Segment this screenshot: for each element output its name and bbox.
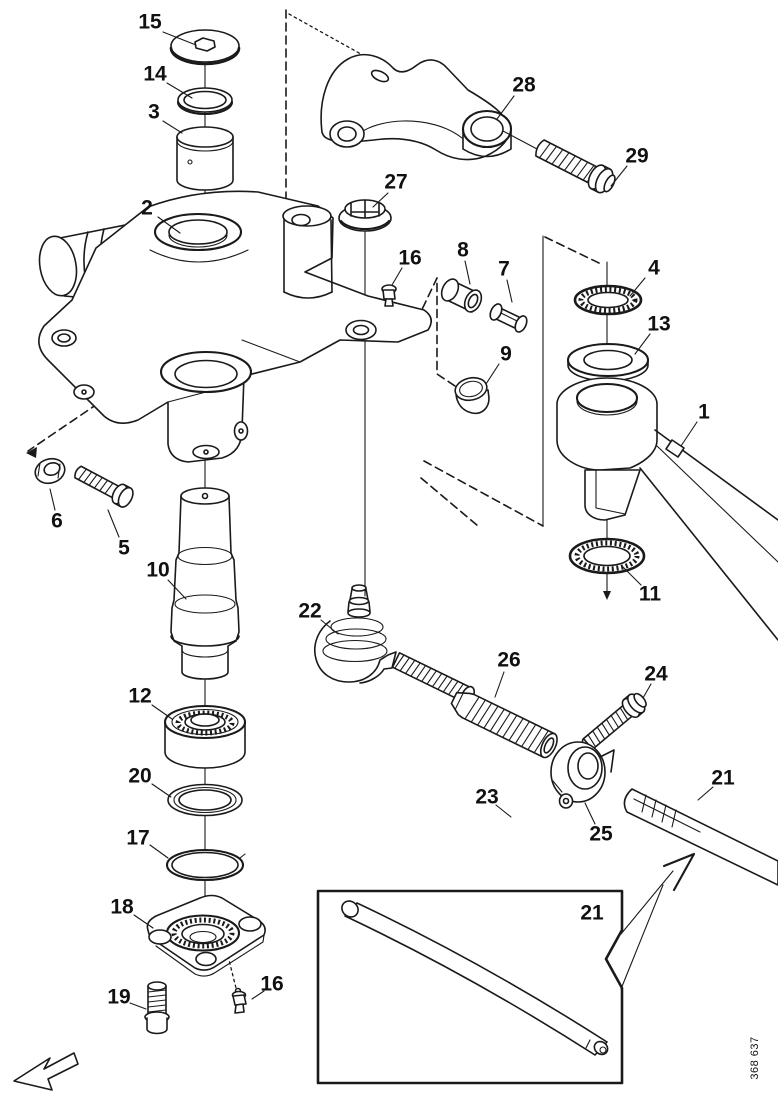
part-29-bolt-drawing — [502, 130, 616, 194]
inset-box — [316, 852, 696, 1085]
callout-leader-3 — [162, 120, 183, 134]
callout-leader-9 — [485, 363, 500, 385]
callout-leader-21 — [697, 786, 714, 801]
callout-leader-26 — [494, 671, 505, 698]
inset-tie-rod-drawing — [341, 900, 609, 1056]
callout-label-5: 5 — [118, 537, 130, 560]
part-10-kingpin-spindle-drawing — [170, 487, 240, 680]
callout-leader-16 — [391, 267, 403, 286]
callout-leader-6 — [49, 488, 56, 511]
figure-number: 368 637 — [749, 1036, 761, 1079]
callout-label-26: 26 — [497, 649, 520, 672]
callout-leader-15 — [162, 31, 197, 46]
part-20-seal-ring-drawing — [167, 783, 243, 817]
part-25-clamp-drawing — [550, 741, 615, 809]
axis-arrow — [603, 591, 611, 600]
callout-leader-8 — [464, 260, 471, 285]
part-22-tie-rod-end-drawing — [314, 584, 476, 705]
callout-label-24: 24 — [644, 663, 668, 686]
inset-pointer-arrow — [662, 852, 696, 892]
callout-leader-28 — [496, 95, 515, 120]
callout-label-28: 28 — [512, 74, 536, 97]
callout-label-15: 15 — [138, 11, 162, 34]
part-5-bolt-drawing — [74, 465, 134, 508]
part-2-knuckle-housing-drawing — [38, 190, 432, 463]
callout-label-2: 2 — [141, 197, 153, 220]
callout-label-27: 27 — [384, 171, 407, 194]
callout-label-9: 9 — [500, 343, 512, 366]
part-28-steering-arm-drawing — [320, 53, 513, 161]
part-3-bushing-drawing — [176, 126, 234, 191]
part-8-bushing-drawing — [440, 278, 483, 313]
callout-label-25: 25 — [589, 823, 613, 846]
callout-label-18: 18 — [110, 896, 134, 919]
callout-leader-19 — [129, 1002, 147, 1010]
callout-leader-2 — [157, 216, 181, 234]
callout-label-6: 6 — [51, 510, 63, 533]
callout-label-23: 23 — [475, 786, 498, 809]
callout-leader-10 — [167, 579, 187, 600]
callout-leader-4 — [629, 277, 646, 297]
callout-label-3: 3 — [148, 101, 160, 124]
callout-leader-1 — [680, 421, 698, 447]
part-27-nut-drawing — [338, 199, 392, 232]
part-16-grease-fitting-drawing — [381, 284, 397, 307]
callout-label-12: 12 — [128, 685, 151, 708]
axis-lines — [204, 59, 611, 943]
part-21-tie-rod-tube-drawing — [623, 788, 778, 886]
callout-label-7: 7 — [498, 258, 510, 281]
part-7-hex-nipple-drawing — [489, 303, 528, 333]
callout-label-19: 19 — [107, 986, 130, 1009]
callout-leader-27 — [372, 192, 389, 208]
callout-label-1: 1 — [698, 401, 710, 424]
callout-label-14: 14 — [143, 63, 167, 86]
callout-label-20: 20 — [128, 765, 151, 788]
part-13-washer-drawing — [566, 342, 650, 382]
callout-label-4: 4 — [648, 257, 660, 280]
part-24-clamp-bolt-drawing — [581, 692, 647, 751]
callout-leader-22 — [320, 619, 339, 635]
callout-leader-12 — [151, 704, 173, 720]
callout-leader-7 — [506, 279, 513, 303]
callout-label-11: 11 — [639, 583, 662, 606]
callout-leader-5 — [107, 509, 120, 538]
part-4-ring-drawing — [573, 284, 643, 316]
part-9-cap-drawing — [454, 376, 490, 415]
callout-label-13: 13 — [647, 313, 670, 336]
callout-leader-20 — [151, 783, 172, 798]
callout-label-21: 21 — [711, 767, 735, 790]
part-17-snap-ring-drawing — [165, 848, 246, 882]
callout-leader-16 — [251, 990, 265, 1000]
part-6-nut-drawing — [34, 457, 66, 485]
part-18-cover-plate-drawing — [146, 894, 266, 977]
part-19-stud-drawing — [144, 981, 170, 1035]
part-12-bearing-drawing — [163, 704, 247, 769]
callout-leader-29 — [610, 165, 628, 187]
callout-leader-24 — [642, 683, 652, 699]
part-1-axle-arm-drawing — [556, 377, 778, 641]
callout-label-17: 17 — [126, 827, 149, 850]
part-26-threaded-sleeve-drawing — [450, 691, 558, 759]
callout-label-21: 21 — [580, 902, 604, 925]
callout-label-22: 22 — [298, 600, 321, 623]
callout-label-16: 16 — [398, 247, 421, 270]
part-15-plug-drawing — [169, 29, 241, 66]
callout-label-8: 8 — [457, 239, 469, 262]
callout-label-10: 10 — [146, 559, 169, 582]
callout-leader-13 — [634, 333, 651, 355]
direction-arrow-icon — [13, 1052, 79, 1091]
part-16b-grease-fitting-drawing — [231, 987, 247, 1014]
callout-leader-14 — [166, 82, 193, 99]
part-11-seal-drawing — [568, 537, 646, 575]
callout-leader-18 — [133, 914, 154, 929]
callout-label-29: 29 — [625, 145, 648, 168]
callout-leader-17 — [149, 844, 169, 859]
callout-label-16: 16 — [260, 973, 283, 996]
callout-leader-25 — [584, 802, 596, 825]
callout-leader-23 — [495, 804, 512, 818]
callout-leader-11 — [622, 566, 642, 586]
part-14-seal-ring-drawing — [176, 87, 234, 116]
